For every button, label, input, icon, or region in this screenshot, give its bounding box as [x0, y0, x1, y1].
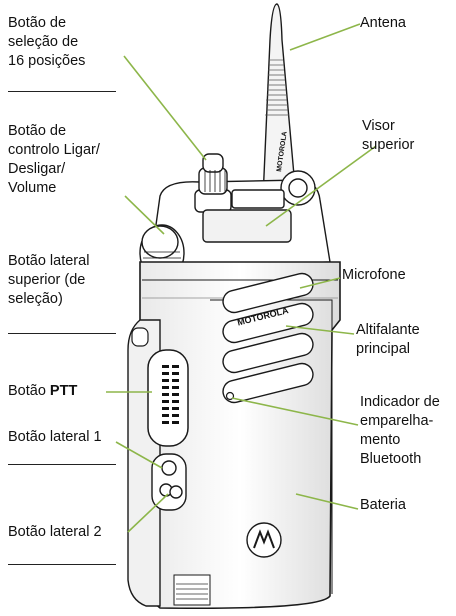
leader-side2	[127, 493, 169, 533]
label-side-button-1: Botão lateral 1	[8, 428, 102, 447]
label-display-line2: superior	[362, 137, 415, 153]
label-selector-line3: 16 posições	[8, 53, 86, 69]
label-power-line1: Botão de	[8, 123, 67, 139]
selector-knob[interactable]	[194, 153, 232, 213]
leader-antenna	[289, 23, 361, 51]
label-side2-text: Botão lateral 2	[8, 524, 102, 540]
label-antenna-text: Antena	[360, 15, 406, 31]
label-ptt-button: Botão PTT	[8, 382, 77, 401]
speaker-grille: MOTOROLA	[222, 272, 314, 404]
label-bluetooth-line3: mento	[360, 432, 401, 448]
ptt-button[interactable]	[147, 349, 189, 447]
blank-line	[8, 464, 116, 465]
label-power-line4: Volume	[8, 180, 57, 196]
leader-lines	[106, 23, 377, 533]
label-speaker: Altifalante principal	[356, 321, 420, 359]
label-display-line1: Visor	[362, 118, 395, 134]
antenna: MOTOROLA	[262, 3, 297, 199]
motorola-logo	[246, 522, 282, 558]
top-display	[202, 209, 292, 243]
label-battery: Bateria	[360, 496, 406, 515]
label-top-side-line2: superior (de	[8, 272, 86, 288]
label-top-side-line1: Botão lateral	[8, 253, 90, 269]
leader-display	[265, 145, 377, 227]
label-selector-line1: Botão de	[8, 15, 67, 31]
label-battery-text: Bateria	[360, 497, 406, 513]
label-top-display: Visor superior	[362, 117, 414, 155]
label-microphone: Microfone	[342, 266, 406, 285]
label-power-volume-knob: Botão de controlo Ligar/ Desligar/ Volum…	[8, 122, 100, 198]
bluetooth-indicator	[225, 391, 235, 401]
leader-power	[124, 195, 165, 235]
label-ptt-bold: PTT	[49, 383, 78, 399]
label-power-line3: Desligar/	[8, 161, 66, 177]
label-microphone-text: Microfone	[342, 267, 406, 283]
top-side-button[interactable]	[131, 327, 149, 347]
leader-microphone	[299, 277, 341, 289]
label-bluetooth-line4: Bluetooth	[360, 451, 422, 467]
label-power-line2: controlo Ligar/	[8, 142, 100, 158]
label-selector-knob: Botão de seleção de 16 posições	[8, 14, 85, 71]
blank-line	[8, 91, 116, 92]
blank-line	[8, 564, 116, 565]
label-bluetooth-indicator: Indicador de emparelha- mento Bluetooth	[360, 393, 440, 469]
leader-selector	[123, 55, 207, 161]
label-side-button-2: Botão lateral 2	[8, 523, 102, 542]
label-bluetooth-line2: emparelha-	[360, 413, 434, 429]
label-top-side-line3: seleção)	[8, 291, 63, 307]
label-selector-line2: seleção de	[8, 34, 79, 50]
label-ptt-prefix: Botão	[8, 383, 50, 399]
side-buttons[interactable]	[151, 453, 187, 511]
label-side1-text: Botão lateral 1	[8, 429, 102, 445]
leader-side1	[115, 441, 163, 469]
blank-line	[8, 333, 116, 334]
label-speaker-line2: principal	[356, 341, 410, 357]
label-bluetooth-line1: Indicador de	[360, 394, 440, 410]
leader-bluetooth	[231, 397, 359, 426]
label-speaker-line1: Altifalante	[356, 322, 420, 338]
label-top-side-button: Botão lateral superior (de seleção)	[8, 252, 89, 309]
leader-battery	[295, 493, 359, 510]
leader-speaker	[285, 325, 355, 335]
label-antenna: Antena	[360, 14, 406, 33]
